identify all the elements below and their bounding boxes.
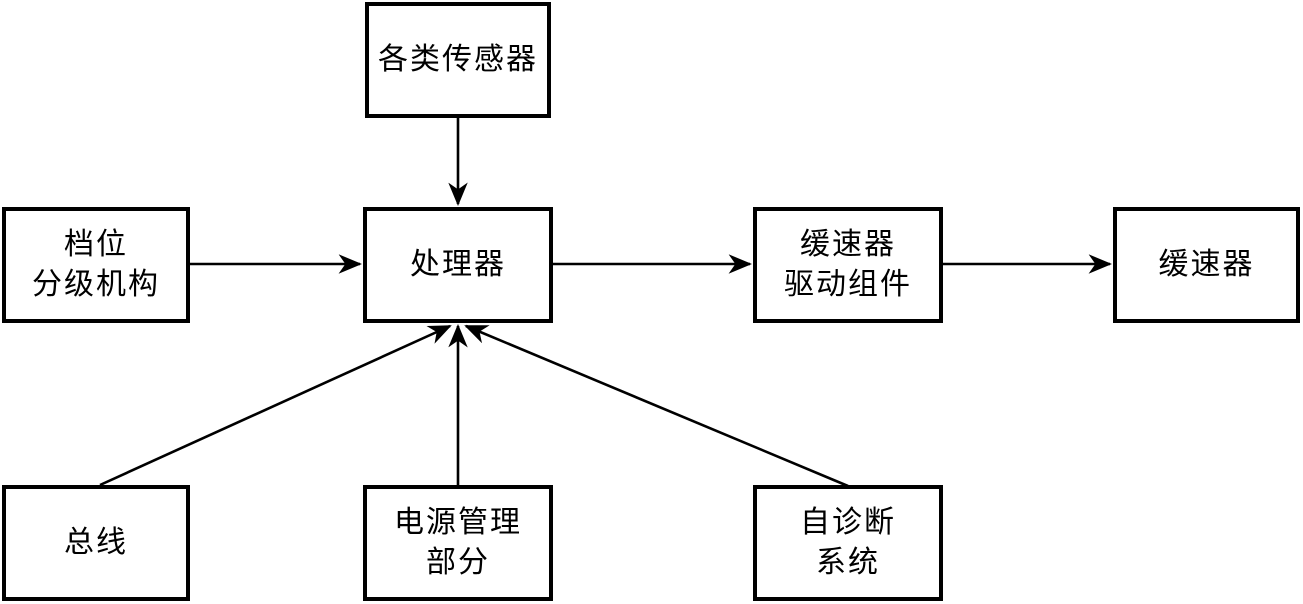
node-bus-label: 总线 (64, 524, 128, 560)
node-processor: 处理器 (363, 207, 553, 323)
node-power-management: 电源管理 部分 (363, 485, 553, 601)
node-retarder-drive-assembly-label: 缓速器 驱动组件 (784, 226, 912, 303)
node-sensors: 各类传感器 (365, 2, 551, 118)
node-retarder: 缓速器 (1113, 207, 1300, 323)
node-sensors-label: 各类传感器 (378, 41, 538, 77)
node-bus: 总线 (2, 485, 190, 601)
arrow-bus-to-processor (99, 324, 452, 487)
arrow-self_diag-to-processor (464, 324, 849, 488)
node-gear-grading-mechanism-label: 档位 分级机构 (32, 226, 160, 303)
node-self-diagnosis-system-label: 自诊断 系统 (800, 504, 896, 581)
node-gear-grading-mechanism: 档位 分级机构 (2, 207, 190, 323)
node-power-management-label: 电源管理 部分 (394, 504, 522, 581)
node-retarder-label: 缓速器 (1158, 246, 1255, 282)
node-processor-label: 处理器 (410, 246, 506, 282)
node-retarder-drive-assembly: 缓速器 驱动组件 (753, 207, 943, 323)
node-self-diagnosis-system: 自诊断 系统 (753, 485, 943, 601)
